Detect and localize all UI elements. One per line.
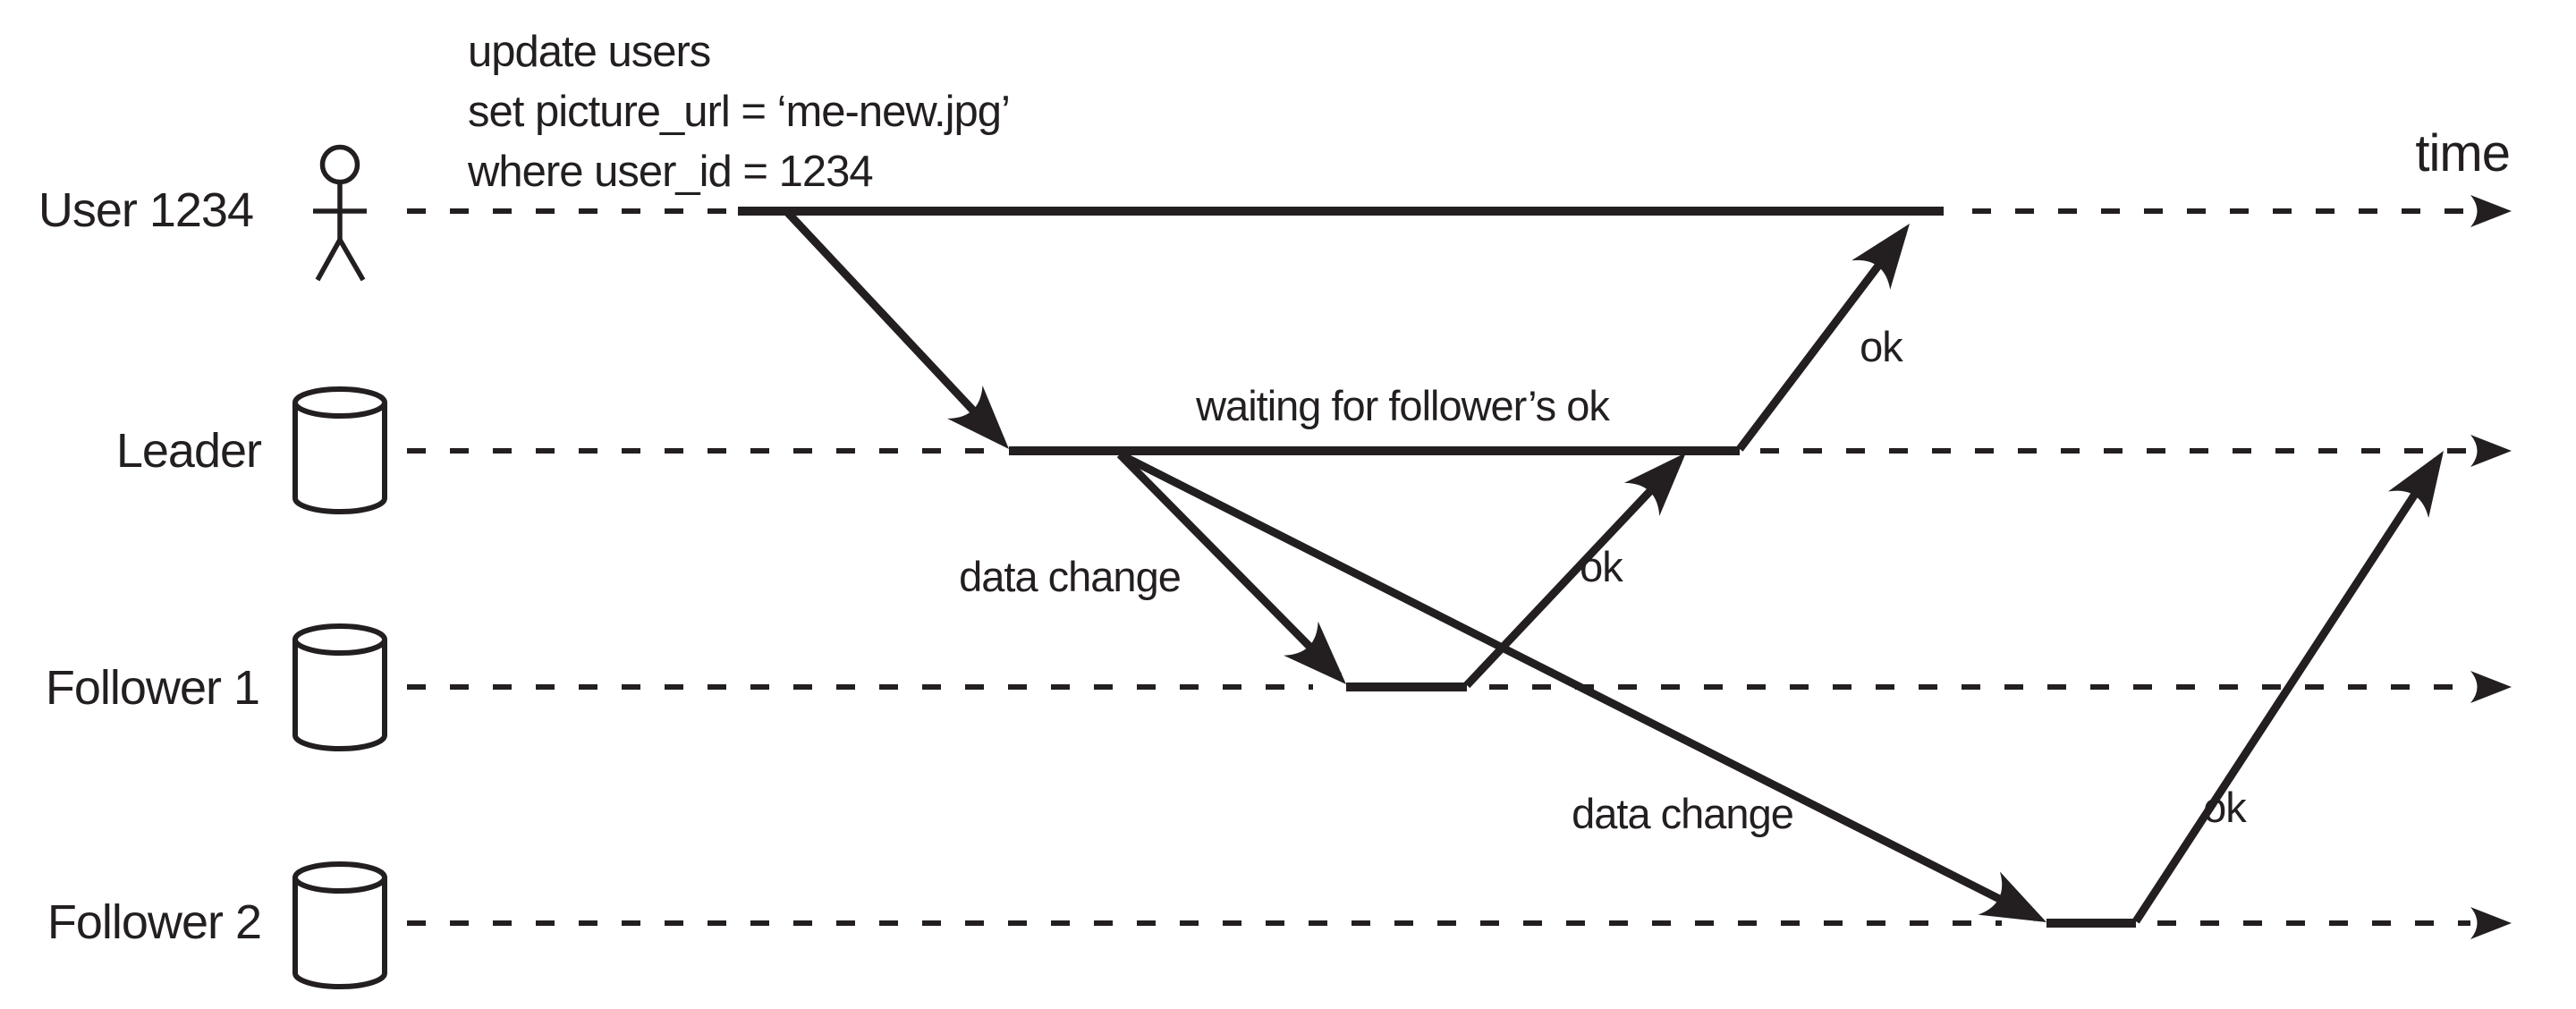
waiting-note-label: waiting for follower’s ok — [1195, 382, 1610, 429]
arrowhead-icon — [1852, 224, 1910, 290]
database-icon-follower2 — [292, 861, 387, 989]
query-line-2: set picture_url = ‘me-new.jpg’ — [468, 88, 1010, 136]
lifeline-follower2 — [407, 907, 2512, 939]
database-icon-follower1 — [292, 623, 387, 751]
time-axis-label: time — [2415, 124, 2510, 182]
actor-label-leader: Leader — [116, 424, 262, 478]
arrowhead-icon — [1623, 453, 1686, 516]
query-line-3: where user_id = 1234 — [467, 148, 873, 196]
ok-label-user: ok — [1860, 323, 1903, 370]
ok-label-follower2: ok — [2203, 784, 2247, 831]
lifeline-leader — [407, 435, 2512, 467]
arrow-follower2-to-leader — [2132, 451, 2444, 924]
arrow-leader-to-follower2 — [1117, 450, 2046, 922]
actor-label-follower1: Follower 1 — [46, 661, 259, 715]
lifeline-arrowhead-icon — [2470, 907, 2512, 939]
actor-label-follower2: Follower 2 — [47, 895, 261, 949]
arrow-user-to-leader — [784, 208, 1009, 449]
arrow-follower1-to-leader — [1463, 453, 1686, 689]
ok-label-follower1: ok — [1580, 543, 1623, 590]
arrow-leader-to-user — [1736, 224, 1910, 452]
database-icon-leader — [292, 386, 387, 514]
lifeline-arrowhead-icon — [2470, 435, 2512, 467]
data-change-label-1: data change — [959, 553, 1181, 600]
query-annotation: update users set picture_url = ‘me-new.j… — [467, 28, 1011, 196]
arrowhead-icon — [947, 385, 1009, 449]
lifeline-follower1 — [407, 671, 2512, 703]
arrow-leader-to-follower1 — [1116, 451, 1346, 684]
lifeline-arrowhead-icon — [2470, 671, 2512, 703]
arrowhead-icon — [2387, 451, 2444, 519]
actor-label-user: User 1234 — [38, 183, 253, 237]
lifeline-user — [407, 195, 2512, 227]
arrowhead-icon — [1284, 621, 1346, 684]
person-icon — [313, 144, 367, 282]
arrowhead-icon — [1978, 871, 2046, 922]
lifeline-arrowhead-icon — [2470, 195, 2512, 227]
query-line-1: update users — [468, 28, 710, 76]
data-change-label-2: data change — [1572, 790, 1793, 837]
